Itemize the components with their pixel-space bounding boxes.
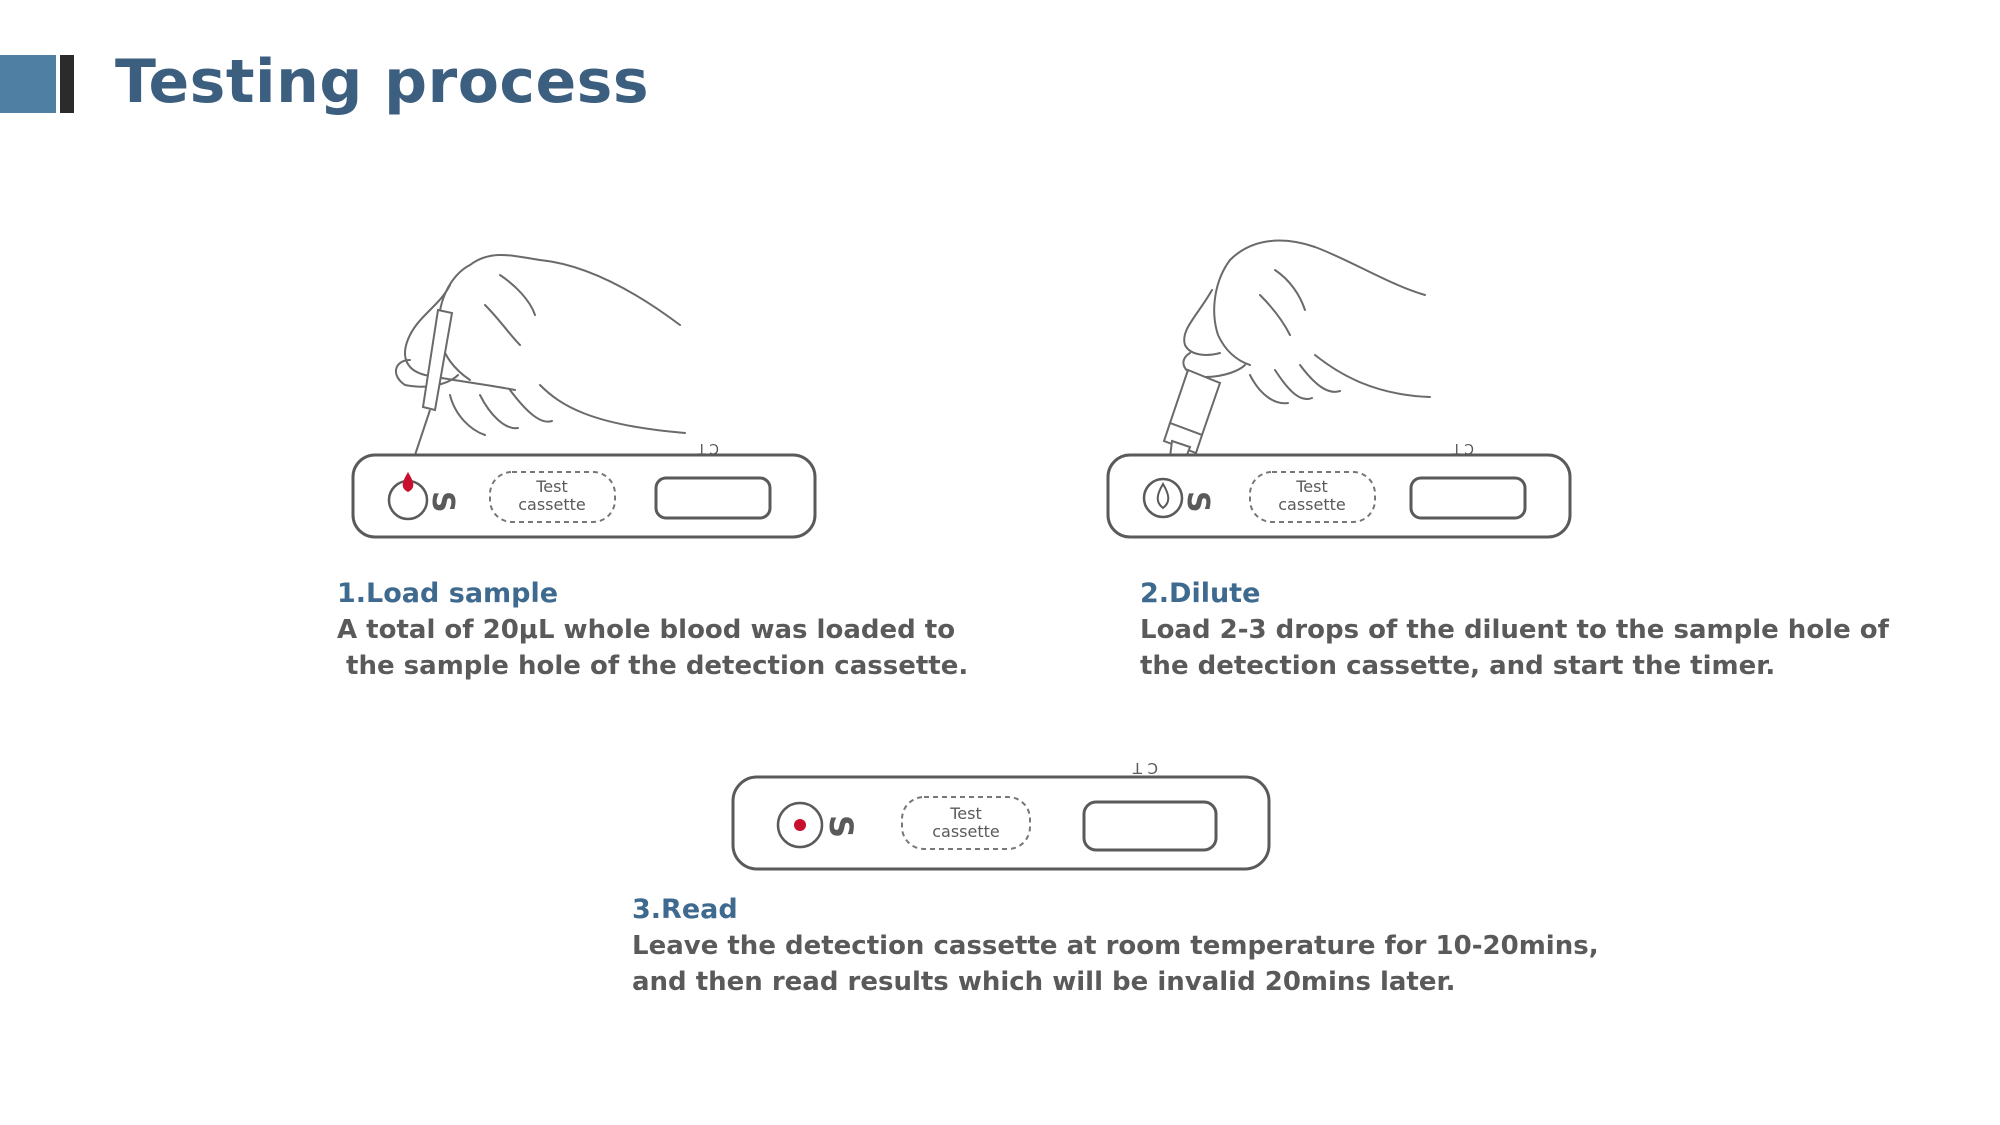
svg-text:Test: Test: [535, 477, 568, 496]
cassette-2: C T S Test cassette: [1105, 440, 1575, 545]
step-3-line-2: and then read results which will be inva…: [632, 967, 1456, 997]
svg-text:S: S: [1180, 491, 1215, 513]
svg-text:cassette: cassette: [1278, 495, 1346, 514]
illustration-dilute: [1150, 235, 1530, 475]
step-2-title: 2.Dilute: [1140, 578, 1261, 609]
svg-text:T: T: [1132, 759, 1143, 777]
step-2-line-1: Load 2-3 drops of the diluent to the sam…: [1140, 615, 1889, 645]
water-drop-icon: [1156, 482, 1170, 510]
step-1-line-2: the sample hole of the detection cassett…: [337, 651, 969, 681]
hand-icon: [395, 254, 686, 436]
step-2-line-2: the detection cassette, and start the ti…: [1140, 651, 1776, 681]
title-accent-bar: [0, 55, 56, 113]
page-title: Testing process: [115, 47, 650, 117]
step-1-line-1: A total of 20μL whole blood was loaded t…: [337, 615, 956, 645]
svg-text:cassette: cassette: [518, 495, 586, 514]
cassette-3: C T S Test cassette: [730, 755, 1275, 875]
step-3-line-1: Leave the detection cassette at room tem…: [632, 931, 1599, 961]
step-1-title: 1.Load sample: [337, 578, 559, 609]
svg-text:S: S: [425, 491, 460, 513]
blood-drop-icon: [794, 819, 806, 831]
svg-text:T: T: [697, 440, 707, 456]
svg-text:cassette: cassette: [932, 822, 1000, 841]
svg-text:C: C: [1464, 440, 1474, 456]
svg-text:Test: Test: [949, 804, 982, 823]
svg-text:C: C: [1148, 759, 1158, 777]
svg-text:T: T: [1452, 440, 1462, 456]
svg-text:S: S: [822, 815, 860, 838]
svg-text:Test: Test: [1295, 477, 1328, 496]
step-3-title: 3.Read: [632, 894, 738, 925]
svg-text:C: C: [709, 440, 719, 456]
cassette-1: C T S Test cassette: [350, 440, 820, 545]
title-accent-bar-dark: [60, 55, 74, 113]
hand-icon: [1182, 239, 1431, 405]
